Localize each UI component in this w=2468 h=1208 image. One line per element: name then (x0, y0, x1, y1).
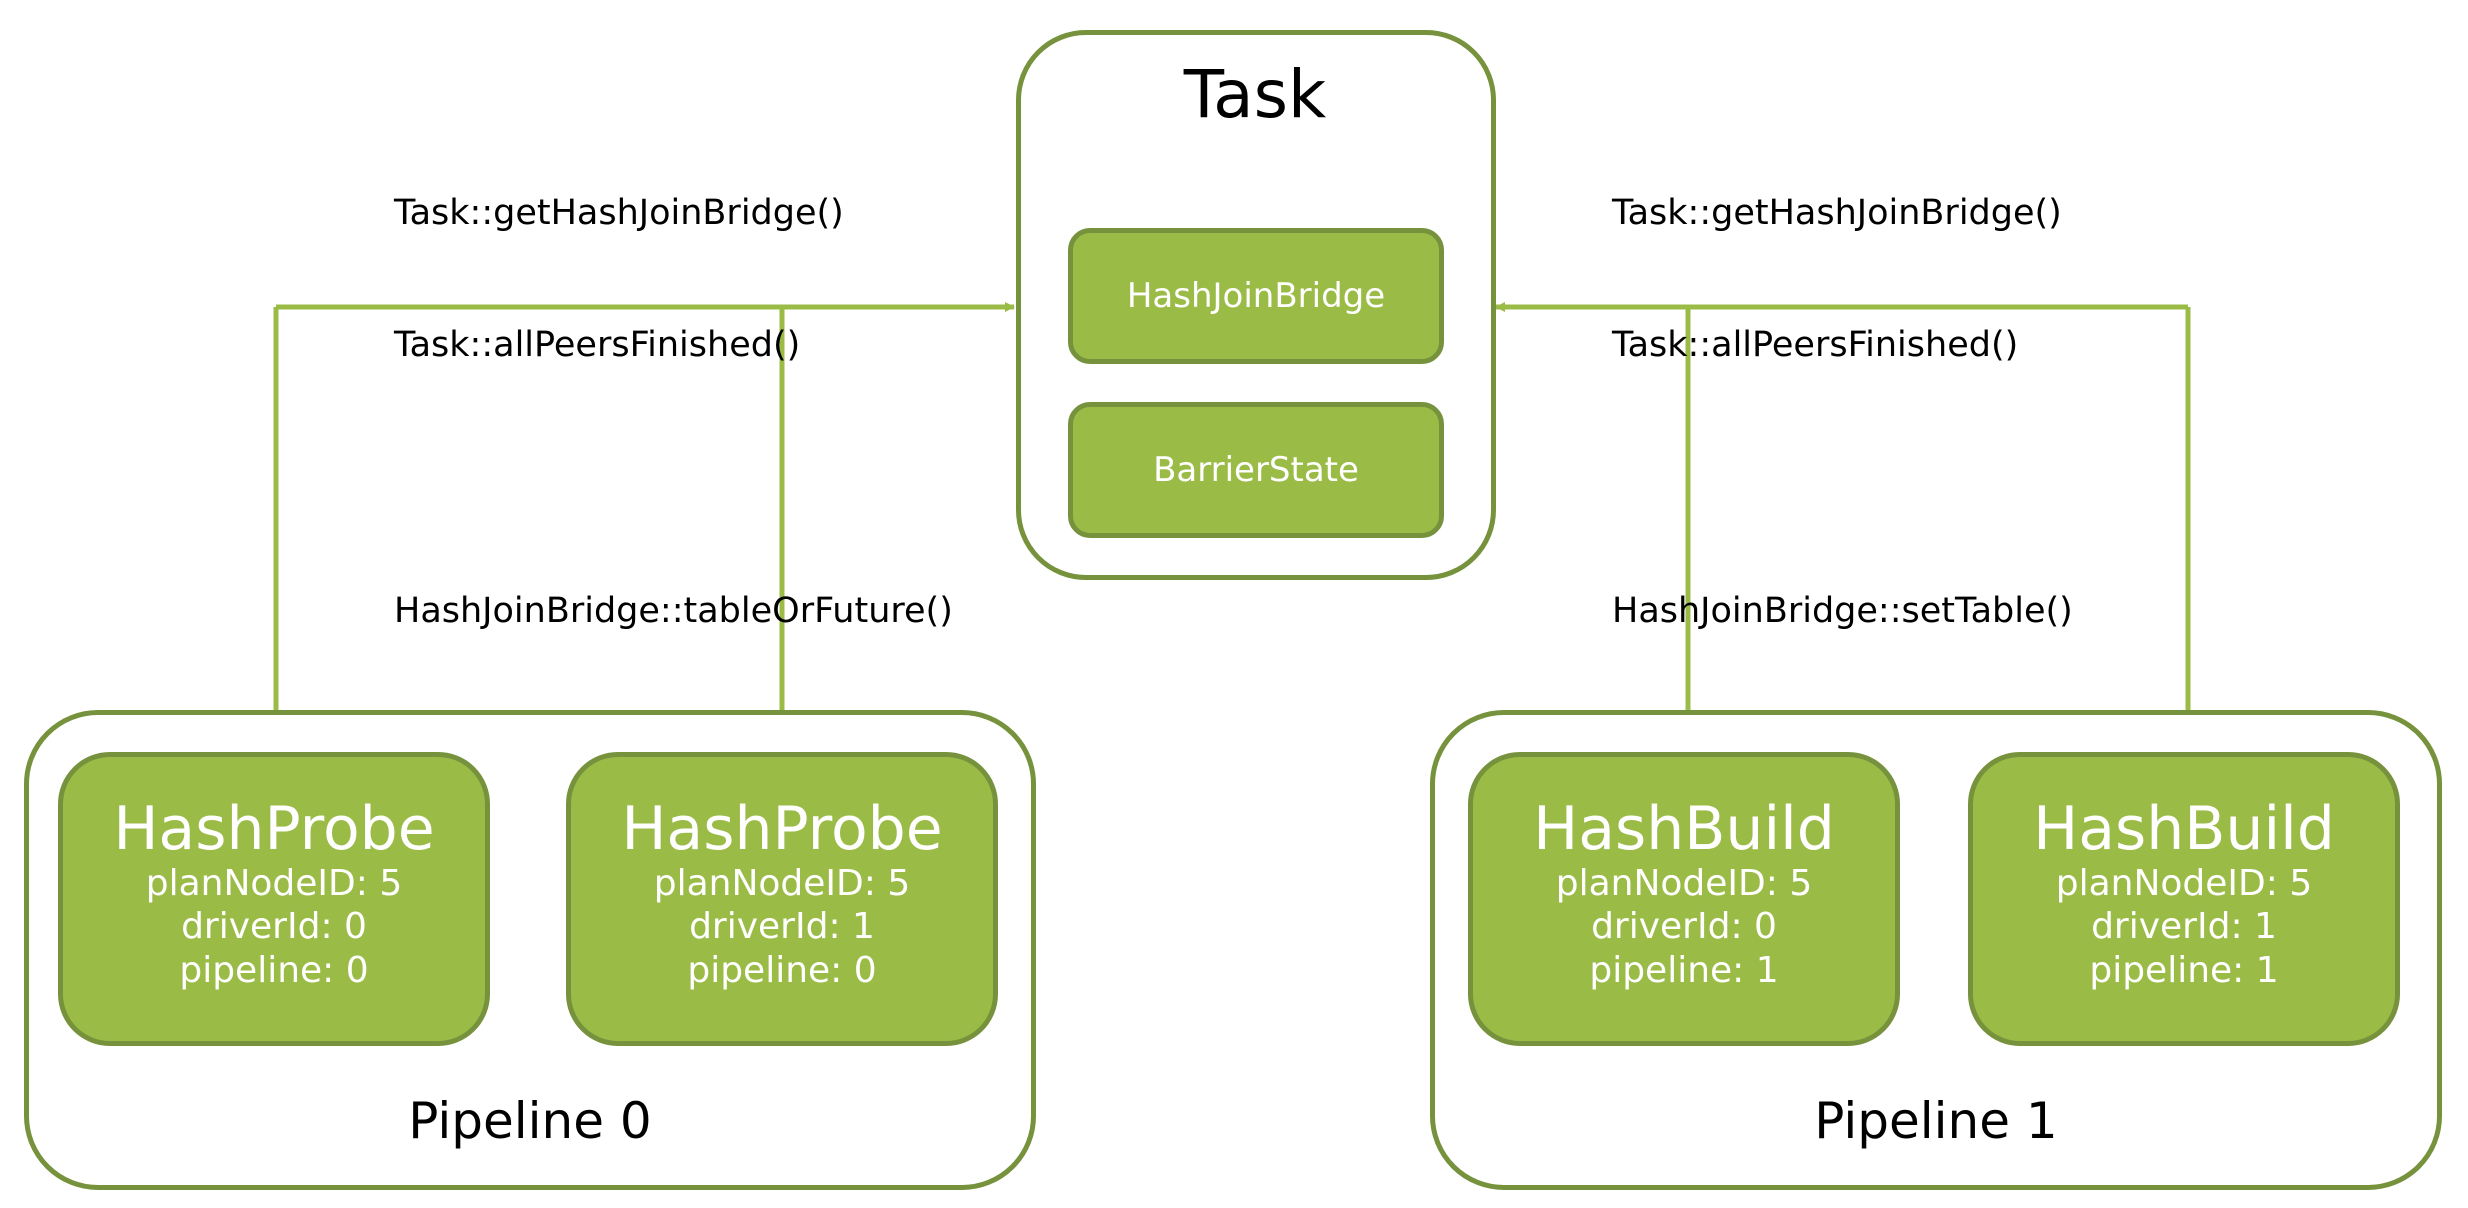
operator-name: HashProbe (621, 793, 943, 864)
hash-join-bridge-box: HashJoinBridge (1068, 228, 1444, 364)
barrier-state-box: BarrierState (1068, 402, 1444, 538)
right-connector (1495, 302, 2191, 752)
operator-name: HashBuild (2033, 793, 2335, 864)
left-call-spacer (394, 455, 953, 501)
task-title: Task (1183, 56, 1327, 133)
operator-name: HashBuild (1533, 793, 1835, 864)
hash-probe-driver-1: HashProbe planNodeID: 5 driverId: 1 pipe… (566, 752, 998, 1046)
right-call-spacer (1612, 455, 2073, 501)
pipeline-1-label: Pipeline 1 (1814, 1092, 2058, 1150)
operator-pipeline: pipeline: 0 (687, 950, 877, 992)
right-call-list: Task::getHashJoinBridge() Task::allPeers… (1612, 103, 2073, 677)
hash-build-driver-0: HashBuild planNodeID: 5 driverId: 0 pipe… (1468, 752, 1900, 1046)
operator-name: HashProbe (113, 793, 435, 864)
right-call-3: HashJoinBridge::setTable() (1612, 591, 2073, 631)
hash-probe-driver-0: HashProbe planNodeID: 5 driverId: 0 pipe… (58, 752, 490, 1046)
barrier-state-label: BarrierState (1153, 450, 1359, 490)
operator-plan-node: planNodeID: 5 (653, 862, 911, 904)
left-call-list: Task::getHashJoinBridge() Task::allPeers… (394, 103, 953, 677)
operator-driver: driverId: 1 (689, 906, 875, 948)
operator-plan-node: planNodeID: 5 (1555, 862, 1813, 904)
left-call-2: Task::allPeersFinished() (394, 325, 801, 365)
hash-build-driver-1: HashBuild planNodeID: 5 driverId: 1 pipe… (1968, 752, 2400, 1046)
left-call-3: HashJoinBridge::tableOrFuture() (394, 591, 953, 631)
operator-driver: driverId: 0 (1591, 906, 1777, 948)
pipeline-0-label: Pipeline 0 (408, 1092, 652, 1150)
operator-pipeline: pipeline: 0 (179, 950, 369, 992)
operator-driver: driverId: 1 (2091, 906, 2277, 948)
operator-driver: driverId: 0 (181, 906, 367, 948)
hash-join-bridge-label: HashJoinBridge (1126, 276, 1386, 316)
left-connector (273, 302, 1015, 752)
right-call-1: Task::getHashJoinBridge() (1612, 193, 2062, 233)
operator-plan-node: planNodeID: 5 (2055, 862, 2313, 904)
operator-pipeline: pipeline: 1 (2089, 950, 2279, 992)
right-call-2: Task::allPeersFinished() (1612, 325, 2019, 365)
operator-pipeline: pipeline: 1 (1589, 950, 1779, 992)
left-call-1: Task::getHashJoinBridge() (394, 193, 844, 233)
operator-plan-node: planNodeID: 5 (145, 862, 403, 904)
